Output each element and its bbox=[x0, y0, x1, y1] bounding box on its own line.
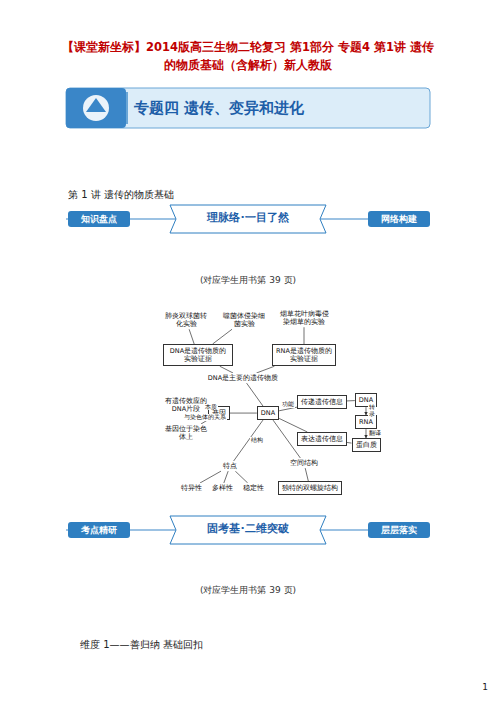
node-text: 空间结构 bbox=[290, 459, 318, 467]
connector bbox=[365, 407, 366, 415]
concept-box: 蛋白质 bbox=[352, 438, 381, 452]
page-reference: (对应学生用书第 39 页) bbox=[148, 585, 348, 596]
connector bbox=[220, 366, 233, 373]
edge-label: 翻译 bbox=[368, 430, 382, 437]
edge-label: 结构 bbox=[250, 437, 264, 444]
node-text: 噬菌体侵染细菌实验 bbox=[221, 312, 267, 328]
connector bbox=[200, 471, 221, 483]
connector bbox=[235, 471, 247, 483]
edge-label: 转录 bbox=[368, 404, 376, 417]
connector bbox=[189, 329, 194, 344]
concept-box: 独特的双螺旋结构 bbox=[278, 481, 342, 495]
page-reference: (对应学生用书第 39 页) bbox=[148, 275, 348, 286]
chapter-heading: 专题四 遗传、变异和进化 bbox=[134, 99, 424, 118]
node-text: DNA bbox=[359, 396, 373, 404]
connector bbox=[365, 429, 366, 438]
concept-text: 基因位于染色体上 bbox=[160, 424, 212, 442]
concept-text: 特异性 bbox=[179, 483, 204, 493]
concept-box: DNA是遗传物质的实验证据 bbox=[163, 344, 233, 366]
subsection-heading: 维度 1——善归纳 基础回扣 bbox=[80, 639, 340, 652]
section-title: 固考基·二维突破 bbox=[176, 522, 320, 536]
node-text: 稳定性 bbox=[243, 484, 264, 492]
concept-text: DNA是主要的遗传物质 bbox=[206, 373, 280, 383]
node-text: DNA是主要的遗传物质 bbox=[208, 374, 278, 382]
concept-text: 噬菌体侵染细菌实验 bbox=[219, 311, 269, 329]
page-title: 【课堂新坐标】2014版高三生物二轮复习 第1部分 专题4 第1讲 遗传的物质基… bbox=[58, 38, 438, 75]
node-text: 表达遗传信息 bbox=[301, 435, 343, 443]
section-bar bbox=[66, 205, 430, 233]
concept-box: 表达遗传信息 bbox=[297, 432, 347, 446]
connector bbox=[224, 471, 228, 483]
connector bbox=[213, 329, 232, 344]
section-tab: 知识盘点 bbox=[68, 214, 130, 225]
node-text: 基因位于染色体上 bbox=[162, 425, 210, 441]
connector bbox=[305, 468, 308, 481]
section-title: 理脉络·一目了然 bbox=[176, 211, 320, 225]
connector bbox=[256, 366, 274, 373]
concept-box: DNA bbox=[257, 406, 279, 420]
concept-text: 多样性 bbox=[210, 483, 235, 493]
section-tab: 考点精研 bbox=[68, 525, 130, 536]
node-text: RNA是遗传物质的实验证据 bbox=[276, 347, 332, 363]
section-bar bbox=[66, 516, 430, 544]
node-text: 特异性 bbox=[181, 484, 202, 492]
connector bbox=[304, 327, 305, 344]
node-text: RNA bbox=[359, 418, 373, 426]
section-tab: 层层落实 bbox=[368, 525, 430, 536]
concept-box: 传递遗传信息 bbox=[297, 395, 347, 409]
connector bbox=[347, 400, 355, 401]
node-text: 肺炎双球菌转化实验 bbox=[163, 312, 209, 328]
chapter-banner bbox=[66, 88, 430, 128]
connector bbox=[279, 418, 307, 432]
connector bbox=[247, 383, 263, 406]
node-text: 蛋白质 bbox=[356, 441, 377, 449]
concept-text: 稳定性 bbox=[241, 483, 266, 493]
concept-text: 空间结构 bbox=[288, 458, 320, 468]
lesson-heading: 第 1 讲 遗传的物质基础 bbox=[68, 189, 288, 202]
node-text: 特点 bbox=[223, 462, 237, 470]
edge-label: 本质 bbox=[204, 404, 218, 411]
concept-text: 特点 bbox=[221, 461, 239, 471]
concept-text: 烟草花叶病毒侵染烟草的实验 bbox=[275, 309, 333, 327]
node-text: 烟草花叶病毒侵染烟草的实验 bbox=[277, 310, 331, 326]
node-text: 多样性 bbox=[212, 484, 233, 492]
node-text: 传递遗传信息 bbox=[301, 398, 343, 406]
node-text: DNA bbox=[261, 409, 275, 417]
edge-label: 功能 bbox=[281, 401, 295, 408]
page-number: 1 bbox=[470, 682, 488, 693]
connector bbox=[230, 413, 257, 414]
edge-label: 与染色体的关系 bbox=[183, 414, 227, 421]
concept-box: RNA是遗传物质的实验证据 bbox=[272, 344, 336, 366]
node-text: 独特的双螺旋结构 bbox=[282, 484, 338, 492]
section-tab: 网络构建 bbox=[368, 214, 430, 225]
concept-text: 肺炎双球菌转化实验 bbox=[161, 311, 211, 329]
node-text: DNA是遗传物质的实验证据 bbox=[167, 347, 229, 363]
